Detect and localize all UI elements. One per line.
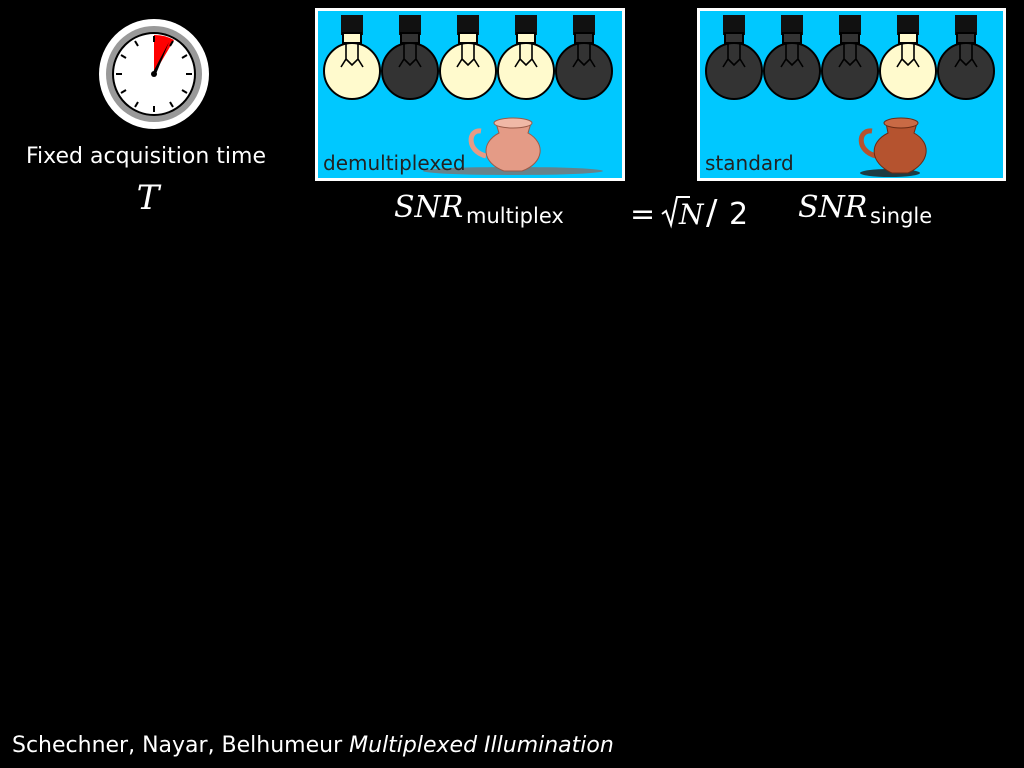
snr-multiplex-symbol: SNR <box>394 190 464 225</box>
bulb-off-icon <box>705 15 763 100</box>
bulb-on-icon <box>879 15 937 100</box>
standard-label: standard <box>705 151 794 175</box>
bulb-off-icon <box>381 15 439 100</box>
sqrt-symbol <box>661 196 690 229</box>
bulb-on-icon <box>323 15 381 100</box>
pot-icon <box>423 117 603 175</box>
footer-title: Multiplexed Illumination <box>349 733 614 758</box>
denominator-two: 2 <box>729 197 748 232</box>
division-slash: / <box>706 193 718 232</box>
acquisition-time-caption: Fixed acquisition time <box>25 144 266 169</box>
citation-footer: Schechner, Nayar, Belhumeur Multiplexed … <box>12 733 614 758</box>
demultiplexed-panel: demultiplexed <box>315 8 625 181</box>
snr-gain-equation: = N / 2 <box>630 192 760 233</box>
snr-single-subscript: single <box>870 204 933 228</box>
bulb-row-standard <box>705 15 995 177</box>
bulb-off-icon <box>937 15 995 100</box>
bulb-row-demux <box>323 15 613 175</box>
bulb-on-icon <box>439 15 497 100</box>
bulb-on-icon <box>497 15 555 100</box>
snr-single-symbol: SNR <box>798 190 868 225</box>
bulb-off-icon <box>555 15 613 100</box>
equals-sign: = <box>630 197 655 232</box>
standard-panel: standard <box>697 8 1006 181</box>
time-variable: T <box>136 178 160 218</box>
snr-multiplex-subscript: multiplex <box>466 204 564 228</box>
footer-authors: Schechner, Nayar, Belhumeur <box>12 733 343 758</box>
radicand-n: N <box>678 198 705 231</box>
demultiplexed-label: demultiplexed <box>323 151 466 175</box>
bulb-off-icon <box>821 15 879 100</box>
bulb-off-icon <box>763 15 821 100</box>
stopwatch-icon <box>96 16 212 132</box>
pot-icon <box>858 117 927 177</box>
